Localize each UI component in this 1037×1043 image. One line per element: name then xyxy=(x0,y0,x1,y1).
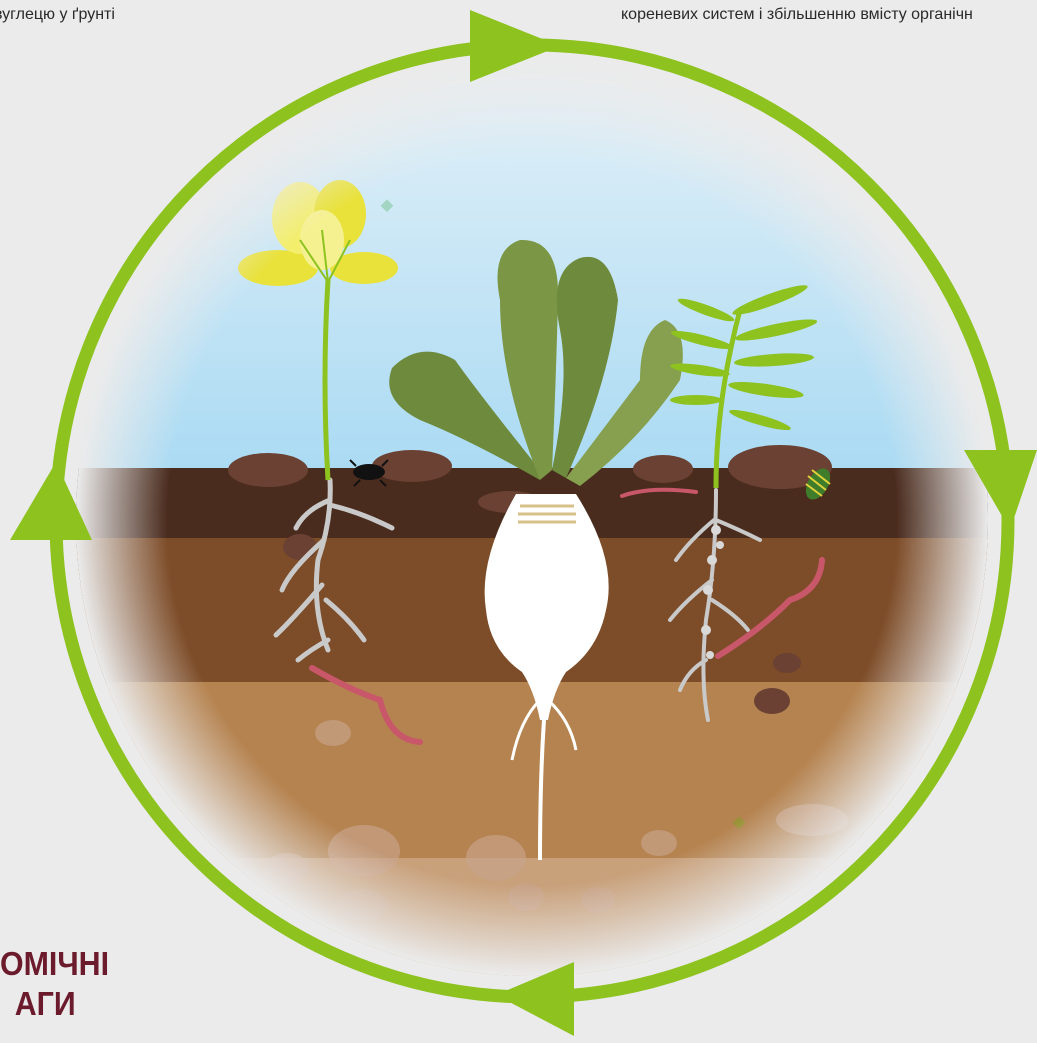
caption-top-left: вуглецю у ґрунті xyxy=(0,6,115,24)
caption-top-right: кореневих систем і збільшенню вмісту орг… xyxy=(621,6,973,24)
heading-line-1: ОМІЧНІ xyxy=(0,944,109,984)
section-heading: ОМІЧНІ АГИ xyxy=(0,944,109,1024)
heading-line-2: АГИ xyxy=(0,984,109,1024)
edge-fade xyxy=(76,64,988,976)
